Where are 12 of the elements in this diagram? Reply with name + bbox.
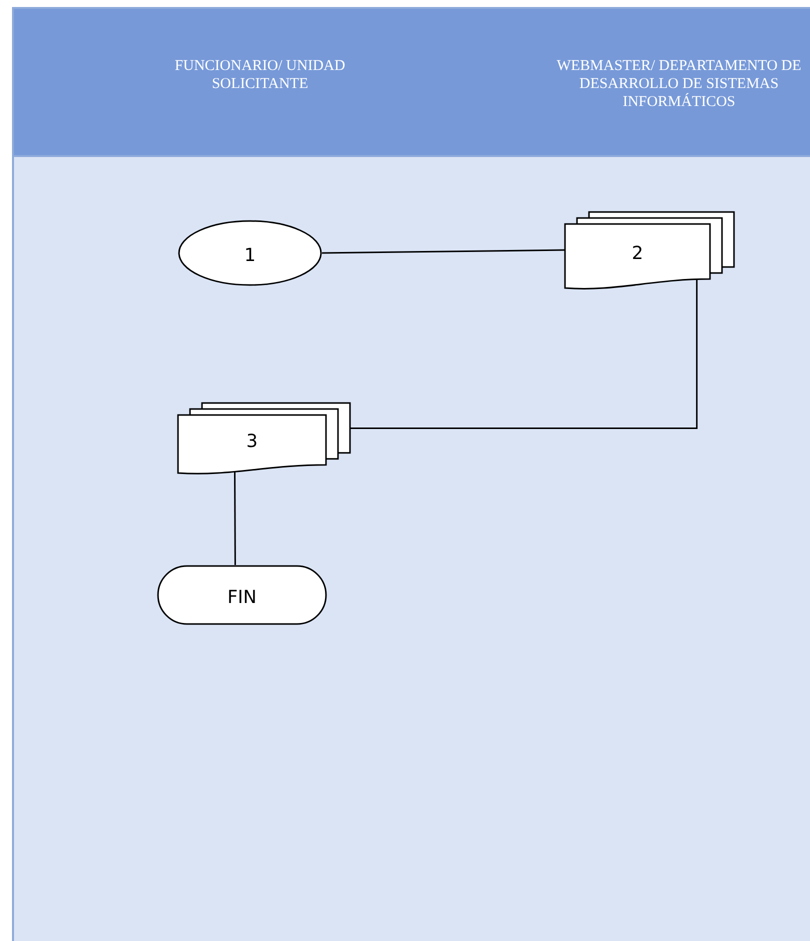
lane-title: WEBMASTER/ DEPARTAMENTO DE DESARROLLO DE SISTEMAS INFORMÁTICOS: [556, 57, 802, 111]
connector-ellipse: [178, 220, 322, 286]
shape-label: FIN: [227, 586, 257, 610]
shape-label: 3: [246, 430, 258, 454]
connector-line: [350, 278, 698, 429]
multi-document-shape: [565, 212, 734, 288]
shape-label: 2: [632, 242, 644, 266]
shape-label: 1: [244, 244, 256, 268]
lane-title: FUNCIONARIO/ UNIDAD SOLICITANTE: [174, 57, 346, 93]
multi-document-shape: [178, 403, 350, 473]
connector-line: [234, 470, 236, 565]
connector-line: [322, 249, 565, 254]
